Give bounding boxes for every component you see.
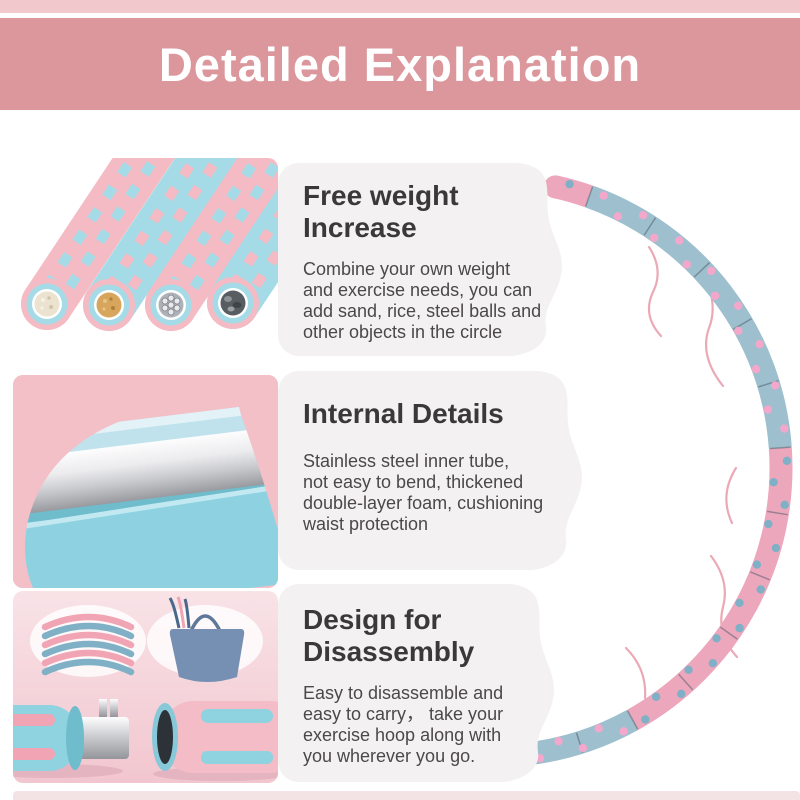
hoop-dot xyxy=(708,658,718,668)
socket-hole xyxy=(157,710,173,764)
hoop-dot xyxy=(763,405,773,414)
hoop-dot xyxy=(755,340,764,349)
hoop-seam xyxy=(643,217,657,236)
hoop-dot xyxy=(651,692,661,701)
filling-grain xyxy=(96,292,122,318)
hoop-seam xyxy=(693,261,711,278)
hoop-dot xyxy=(599,191,608,200)
section-heading: Internal Details xyxy=(303,398,504,429)
hoop-dot xyxy=(578,743,588,753)
top-strip xyxy=(0,0,800,13)
section-free-weight-increase: Free weight Increase Combine your own we… xyxy=(278,163,570,356)
segment-with-socket xyxy=(152,701,278,781)
hoop-segment xyxy=(585,185,792,449)
hoop-dot xyxy=(682,260,691,269)
photo-disassembly xyxy=(13,591,278,783)
connector-tube xyxy=(69,717,129,759)
hoop-dot xyxy=(712,634,721,643)
hoop-dot xyxy=(710,291,720,300)
filling-rice xyxy=(34,291,60,317)
hoop-dot xyxy=(782,456,792,466)
hoop-dot xyxy=(619,727,628,736)
hoop-dot xyxy=(764,519,773,529)
section-body: Easy to disassemble and easy to carry， t… xyxy=(303,683,504,766)
section-internal-details: Internal Details Stainless steel inner t… xyxy=(278,371,590,570)
panel-background xyxy=(278,584,554,782)
hoop-seam xyxy=(766,510,788,516)
hoop-dot xyxy=(733,301,743,310)
motion-line xyxy=(647,245,663,338)
section-heading: Design for Disassembly xyxy=(303,604,475,667)
segment-with-connector xyxy=(13,699,129,778)
panel-background xyxy=(278,371,582,570)
section-body: Stainless steel inner tube, not easy to … xyxy=(303,451,544,534)
filling-stones xyxy=(220,290,246,316)
section-body: Combine your own weight and exercise nee… xyxy=(303,259,542,342)
hoop-dot xyxy=(780,424,789,433)
hoop-dot xyxy=(554,737,563,746)
tube-3 xyxy=(145,158,278,331)
hoop-seam xyxy=(678,673,694,691)
hoop-dot xyxy=(675,236,684,245)
outer-pink-shell xyxy=(13,375,278,588)
carry-bag xyxy=(168,596,245,682)
hoop-dot xyxy=(594,724,603,733)
hoop-seam xyxy=(769,446,791,450)
hoop-dot xyxy=(756,585,765,594)
hoop-dot xyxy=(752,560,762,569)
tube-1 xyxy=(21,158,191,330)
photo-tube-fillings xyxy=(6,158,278,370)
photo-internal-cutaway xyxy=(13,375,278,588)
motion-line xyxy=(725,466,738,525)
hoop-seam xyxy=(719,626,738,640)
next-section-edge xyxy=(13,791,800,800)
tube-4 xyxy=(207,158,278,329)
hoop-dot xyxy=(780,500,789,510)
hoop-dot xyxy=(770,381,780,390)
hoop-dot xyxy=(565,179,574,189)
hoop-dot xyxy=(771,543,781,553)
foam-layer xyxy=(13,476,278,588)
hoop-seam xyxy=(584,186,594,207)
hoop-seam xyxy=(750,571,771,581)
stacked-segments xyxy=(41,613,135,676)
steel-inner-tube xyxy=(13,424,278,520)
hoop-dot xyxy=(735,623,744,633)
hoop-dot xyxy=(684,665,693,674)
hoop-segment xyxy=(627,447,793,730)
hoop-dot xyxy=(769,478,778,487)
hoop-dot xyxy=(649,233,659,243)
panel-background xyxy=(278,163,562,356)
section-design-for-disassembly: Design for Disassembly Easy to disassemb… xyxy=(278,584,562,782)
hoop-dot xyxy=(641,715,650,724)
hoop-dot xyxy=(613,212,623,221)
hoop-dot xyxy=(751,364,761,374)
motion-line xyxy=(624,646,647,700)
hoop-dot xyxy=(734,326,743,336)
bag-handle xyxy=(189,614,222,632)
section-heading: Free weight Increase xyxy=(303,180,459,243)
tube-2 xyxy=(83,158,253,331)
hoop-dot xyxy=(638,211,648,220)
hoop-dot xyxy=(735,598,744,608)
banner-title: Detailed Explanation xyxy=(158,37,642,91)
hoop-seam xyxy=(626,710,639,730)
banner: Detailed Explanation xyxy=(0,18,800,110)
hoop-dot xyxy=(706,266,716,276)
hoop-dot xyxy=(676,689,686,699)
